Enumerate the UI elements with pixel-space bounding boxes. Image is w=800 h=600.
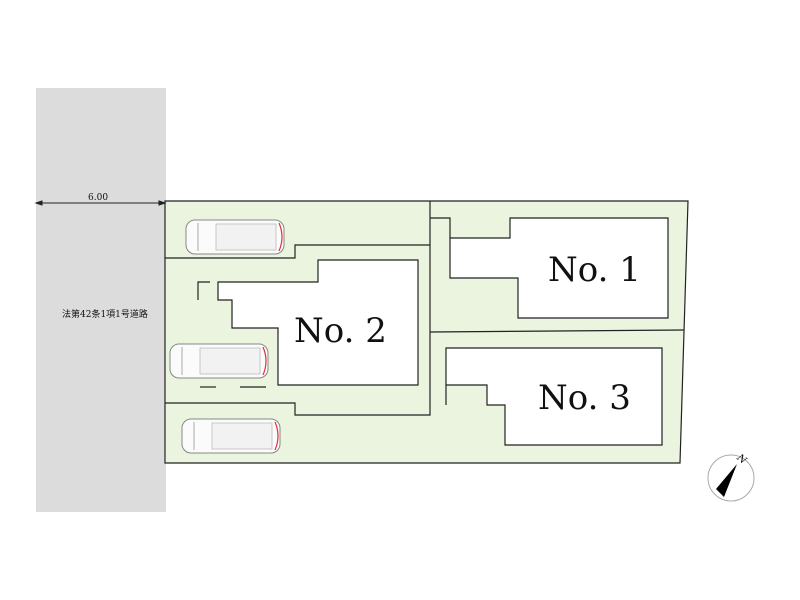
car-icon (185, 219, 285, 255)
house-no3 (445, 347, 663, 446)
dimension-line (34, 200, 167, 206)
compass-icon (707, 454, 755, 502)
house-no1 (449, 217, 669, 319)
car-icon (181, 418, 281, 454)
lot-boundaries (165, 201, 685, 416)
road-name-label: 法第42条1項1号道路 (62, 310, 148, 320)
car-icon (169, 343, 269, 379)
road (36, 88, 166, 512)
house-no3-label: No. 3 (538, 378, 631, 418)
house-no2 (217, 259, 419, 386)
house-no2-label: No. 2 (294, 311, 387, 351)
house-no1-label: No. 1 (548, 250, 641, 290)
road-width-label: 6.00 (88, 193, 109, 203)
